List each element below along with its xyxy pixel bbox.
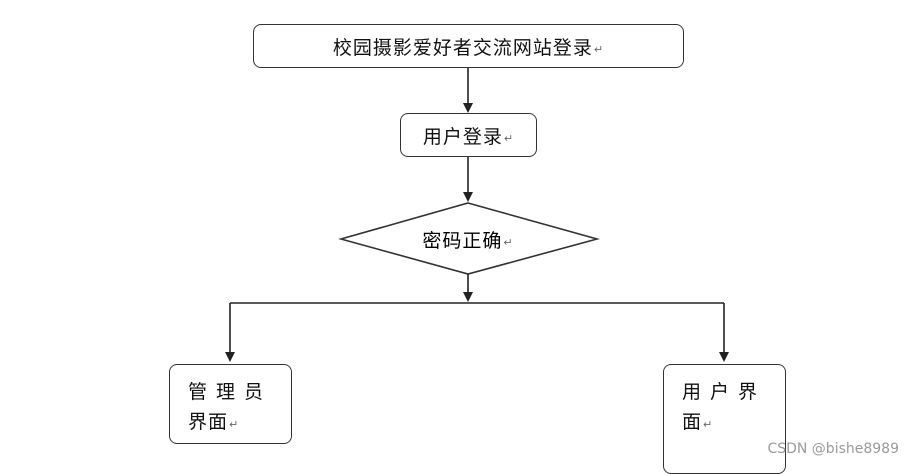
flowchart-connectors	[225, 68, 729, 362]
site-login-node: 校园摄影爱好者交流网站登录↵	[253, 24, 684, 68]
csdn-watermark: CSDN @bishe8989	[767, 441, 899, 457]
paragraph-mark: ↵	[703, 418, 713, 431]
admin-label-line2: 界面	[188, 411, 229, 433]
password-check-node: 密码正确↵	[380, 222, 556, 256]
user-login-node: 用户登录↵	[400, 113, 537, 157]
user-login-label: 用户登录	[422, 125, 503, 148]
user-ui-label-line1: 用户界	[682, 381, 767, 403]
admin-interface-node: 管理员 界面↵	[169, 364, 292, 444]
paragraph-mark: ↵	[503, 131, 515, 145]
user-ui-label-line2-row: 面↵	[682, 407, 712, 434]
paragraph-mark: ↵	[229, 418, 239, 431]
user-interface-node: 用户界 面↵	[663, 364, 786, 474]
site-login-label: 校园摄影爱好者交流网站登录	[332, 36, 593, 59]
admin-label-line1: 管理员	[188, 381, 273, 403]
admin-label-line2-row: 界面↵	[188, 407, 238, 434]
password-check-label: 密码正确	[422, 229, 503, 252]
user-ui-label-line2: 面	[682, 411, 703, 433]
paragraph-mark: ↵	[503, 235, 514, 249]
paragraph-mark: ↵	[593, 42, 605, 56]
